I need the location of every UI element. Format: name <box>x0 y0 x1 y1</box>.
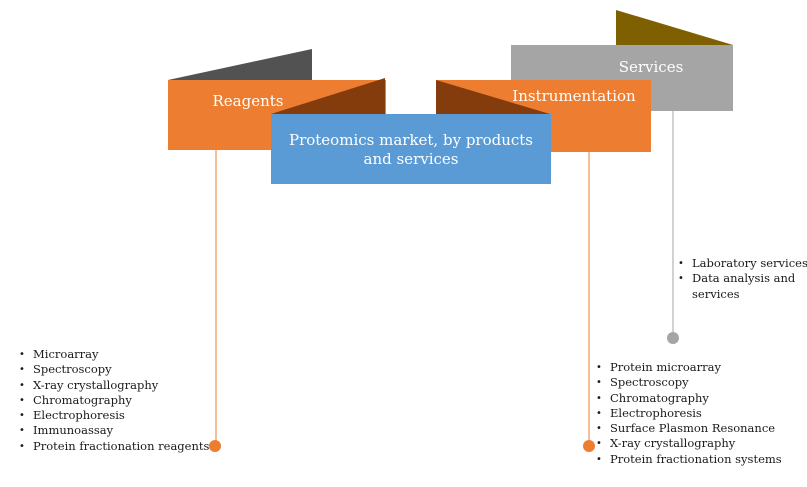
list-item: Chromatography <box>596 391 782 407</box>
list-item: Chromatography <box>19 393 209 409</box>
list-item: Electrophoresis <box>19 408 209 424</box>
list-item: Protein fractionation systems <box>596 452 782 468</box>
list-item: X-ray crystallography <box>596 436 782 452</box>
list-item: Protein fractionation reagents <box>19 439 209 455</box>
reagents-back-flap <box>168 49 312 80</box>
reagents-fold-flap <box>271 78 385 114</box>
services-title: Services <box>618 58 684 76</box>
list-item: Data analysis and services <box>678 271 806 302</box>
instrumentation-title: Instrumentation <box>512 87 636 105</box>
list-item: Microarray <box>19 347 209 363</box>
reagents-connector-dot <box>209 440 221 452</box>
services-connector-dot <box>667 332 679 344</box>
center-title: Proteomics market, by products and servi… <box>288 131 534 168</box>
list-item: Protein microarray <box>596 360 782 376</box>
center-box <box>271 114 551 184</box>
services-list: Laboratory services Data analysis and se… <box>678 256 807 302</box>
list-item: Laboratory services <box>678 256 807 272</box>
reagents-list: Microarray Spectroscopy X-ray crystallog… <box>19 347 209 454</box>
list-item: Spectroscopy <box>596 375 782 391</box>
instrumentation-connector-dot <box>583 440 595 452</box>
list-item: Spectroscopy <box>19 362 209 378</box>
reagents-title: Reagents <box>212 92 284 110</box>
list-item: Electrophoresis <box>596 406 782 422</box>
list-item: X-ray crystallography <box>19 378 209 394</box>
list-item: Surface Plasmon Resonance <box>596 421 782 437</box>
list-item: Immunoassay <box>19 423 209 439</box>
instrumentation-fold-flap <box>436 80 550 114</box>
instrumentation-list: Protein microarray Spectroscopy Chromato… <box>596 360 782 467</box>
services-top-flap <box>616 10 733 45</box>
